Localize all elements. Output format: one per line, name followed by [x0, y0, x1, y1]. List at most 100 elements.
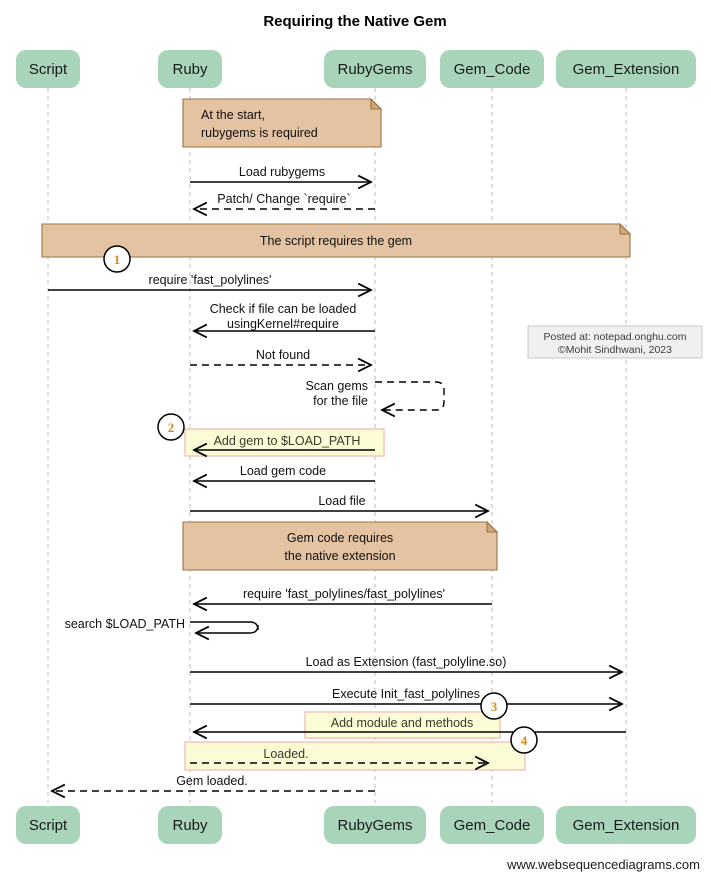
message-patch-change-require: Patch/ Change `require`	[194, 192, 375, 209]
actor-box[interactable]	[324, 806, 426, 844]
message-label: require 'fast_polylines'	[149, 273, 272, 287]
message-load-gem-code: Load gem code	[194, 464, 375, 481]
message-label: Add gem to $LOAD_PATH	[214, 434, 361, 448]
actor-box[interactable]	[556, 50, 696, 88]
message-load-as-extension: Load as Extension (fast_polyline.so)	[190, 655, 622, 672]
actor-label: Gem_Extension	[573, 61, 680, 78]
actor-box[interactable]	[16, 50, 80, 88]
actor-box[interactable]	[324, 50, 426, 88]
actor-script-bottom[interactable]: Script	[16, 806, 80, 844]
actor-label: RubyGems	[337, 817, 412, 834]
message-scan-gems-self-loop: Scan gems for the file	[305, 379, 445, 410]
actor-ruby-bottom[interactable]: Ruby	[158, 806, 222, 844]
self-loop-path	[375, 381, 445, 410]
message-label: Load file	[318, 494, 365, 508]
note-line-1: The script requires the gem	[260, 234, 412, 248]
actor-label: RubyGems	[337, 61, 412, 78]
message-label-line-1: Check if file can be loaded	[210, 302, 357, 316]
message-label: Add module and methods	[331, 716, 473, 730]
message-require-fast-polylines-nested: require 'fast_polylines/fast_polylines'	[194, 587, 492, 604]
actor-box[interactable]	[440, 50, 544, 88]
footer-attribution: www.websequencediagrams.com	[506, 857, 700, 872]
message-loaded: Loaded.	[190, 747, 488, 763]
message-add-module-and-methods: Add module and methods	[194, 716, 626, 732]
actor-box[interactable]	[440, 806, 544, 844]
message-label: search $LOAD_PATH	[65, 617, 185, 631]
message-label-line-1: Scan gems	[305, 379, 368, 393]
actor-label: Script	[29, 61, 68, 78]
note-at-the-start: At the start, rubygems is required	[182, 97, 383, 148]
highlight-add-module-and-methods	[304, 711, 501, 739]
actor-rubygems-top[interactable]: RubyGems	[324, 50, 426, 88]
step-circle	[480, 692, 508, 720]
note-line-2: the native extension	[284, 549, 395, 563]
actor-label: Gem_Extension	[573, 817, 680, 834]
actor-box[interactable]	[556, 806, 696, 844]
message-load-rubygems: Load rubygems	[190, 165, 371, 182]
actor-rubygems-bottom[interactable]: RubyGems	[324, 806, 426, 844]
message-label: Not found	[256, 348, 310, 362]
actor-gem-extension-bottom[interactable]: Gem_Extension	[556, 806, 696, 844]
step-number-4: 4	[510, 726, 538, 754]
step-label: 2	[168, 420, 175, 435]
message-require-fast-polylines: require 'fast_polylines'	[48, 273, 371, 290]
actor-box[interactable]	[158, 806, 222, 844]
note-fold-corner	[370, 97, 383, 110]
message-label-line-2: for the file	[313, 394, 368, 408]
step-label: 3	[491, 699, 498, 714]
note-body	[182, 521, 498, 571]
message-label: Loaded.	[263, 747, 308, 761]
message-label-line-2: usingKernel#require	[227, 317, 339, 331]
actor-label: Gem_Code	[454, 817, 531, 834]
message-add-gem-to-load-path: Add gem to $LOAD_PATH	[194, 434, 375, 450]
step-number-2: 2	[157, 413, 185, 441]
message-gem-loaded: Gem loaded.	[52, 774, 375, 791]
actors-top: Script Ruby RubyGems Gem_Code Gem_Extens…	[16, 50, 696, 88]
actor-label: Ruby	[172, 817, 208, 834]
actor-script-top[interactable]: Script	[16, 50, 80, 88]
actor-label: Script	[29, 817, 68, 834]
highlight-box	[184, 741, 526, 771]
highlight-box	[304, 711, 501, 739]
message-label: Load as Extension (fast_polyline.so)	[306, 655, 507, 669]
message-execute-init-fast-polylines: Execute Init_fast_polylines	[190, 687, 622, 704]
step-label: 4	[521, 733, 528, 748]
step-number-3: 3	[480, 692, 508, 720]
highlight-loaded	[184, 741, 526, 771]
actor-gem-code-top[interactable]: Gem_Code	[440, 50, 544, 88]
message-label: Load gem code	[240, 464, 326, 478]
step-label: 1	[114, 252, 121, 267]
message-label: Execute Init_fast_polylines	[332, 687, 480, 701]
actor-gem-extension-top[interactable]: Gem_Extension	[556, 50, 696, 88]
note-fold-corner	[619, 222, 632, 235]
credit-box	[527, 325, 703, 359]
note-line-1: At the start,	[201, 108, 265, 122]
message-not-found: Not found	[190, 348, 371, 365]
message-search-load-path-self-loop: search $LOAD_PATH	[65, 617, 259, 633]
message-label: Patch/ Change `require`	[217, 192, 350, 206]
message-label: Load rubygems	[239, 165, 325, 179]
actor-gem-code-bottom[interactable]: Gem_Code	[440, 806, 544, 844]
note-gem-code-requires-native-extension: Gem code requires the native extension	[182, 520, 499, 571]
highlight-add-gem-to-load-path	[184, 428, 385, 457]
message-label: require 'fast_polylines/fast_polylines'	[243, 587, 445, 601]
page-title: Requiring the Native Gem	[263, 13, 446, 30]
credit-note: Posted at: notepad.onghu.com ©Mohit Sind…	[527, 325, 703, 359]
message-check-if-file-can-be-loaded: Check if file can be loaded usingKernel#…	[194, 302, 375, 331]
step-circle	[510, 726, 538, 754]
message-label: Gem loaded.	[176, 774, 248, 788]
step-circle	[103, 245, 131, 273]
step-number-1: 1	[103, 245, 131, 273]
actor-box[interactable]	[16, 806, 80, 844]
actor-box[interactable]	[158, 50, 222, 88]
credit-line-1: Posted at: notepad.onghu.com	[543, 331, 686, 343]
actor-label: Ruby	[172, 61, 208, 78]
lifelines	[47, 88, 627, 803]
message-load-file: Load file	[190, 494, 488, 511]
self-loop-path	[190, 621, 259, 633]
note-line-2: rubygems is required	[201, 126, 318, 140]
step-circle	[157, 413, 185, 441]
actor-ruby-top[interactable]: Ruby	[158, 50, 222, 88]
note-body	[182, 98, 382, 148]
